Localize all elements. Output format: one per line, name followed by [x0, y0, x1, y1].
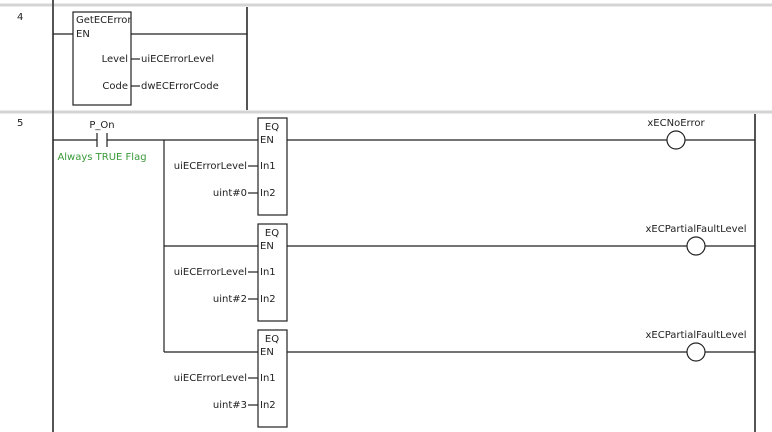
output-pin-code: Code [102, 81, 128, 92]
coil-variable[interactable]: xECNoError [647, 118, 705, 129]
coil[interactable] [686, 236, 706, 256]
block-name: GetECError [76, 15, 132, 26]
in2-pin: In2 [260, 188, 276, 199]
block-name: EQ [265, 122, 279, 133]
rung-4[interactable]: 4 GetECError EN Level uiECErrorLevel Cod… [17, 7, 248, 110]
output-pin-level: Level [102, 54, 128, 65]
in1-pin: In1 [260, 373, 276, 384]
in2-pin: In2 [260, 400, 276, 411]
coil-variable[interactable]: xECPartialFaultLevel [645, 330, 746, 341]
en-pin: EN [260, 241, 274, 252]
en-pin: EN [260, 135, 274, 146]
contact-comment: Always TRUE Flag [57, 152, 146, 163]
output-variable[interactable]: uiECErrorLevel [141, 54, 214, 65]
contact-p-on[interactable]: P_On Always TRUE Flag [53, 120, 258, 163]
in1-variable[interactable]: uiECErrorLevel [174, 373, 247, 384]
in2-constant[interactable]: uint#0 [213, 188, 247, 199]
en-pin: EN [76, 29, 90, 40]
rung-number: 5 [17, 118, 23, 129]
block-name: EQ [265, 228, 279, 239]
coil[interactable] [686, 342, 706, 362]
rung-5[interactable]: 5 P_On Always TRUE Flag [17, 114, 756, 432]
in2-constant[interactable]: uint#3 [213, 400, 247, 411]
block-name: EQ [265, 334, 279, 345]
in1-pin: In1 [260, 161, 276, 172]
coil-variable[interactable]: xECPartialFaultLevel [645, 224, 746, 235]
in1-variable[interactable]: uiECErrorLevel [174, 161, 247, 172]
coil[interactable] [666, 130, 686, 150]
en-pin: EN [260, 347, 274, 358]
contact-variable: P_On [89, 120, 114, 131]
in1-variable[interactable]: uiECErrorLevel [174, 267, 247, 278]
output-variable[interactable]: dwECErrorCode [141, 81, 219, 92]
in2-constant[interactable]: uint#2 [213, 294, 247, 305]
in2-pin: In2 [260, 294, 276, 305]
rung-number: 4 [17, 12, 23, 23]
in1-pin: In1 [260, 267, 276, 278]
